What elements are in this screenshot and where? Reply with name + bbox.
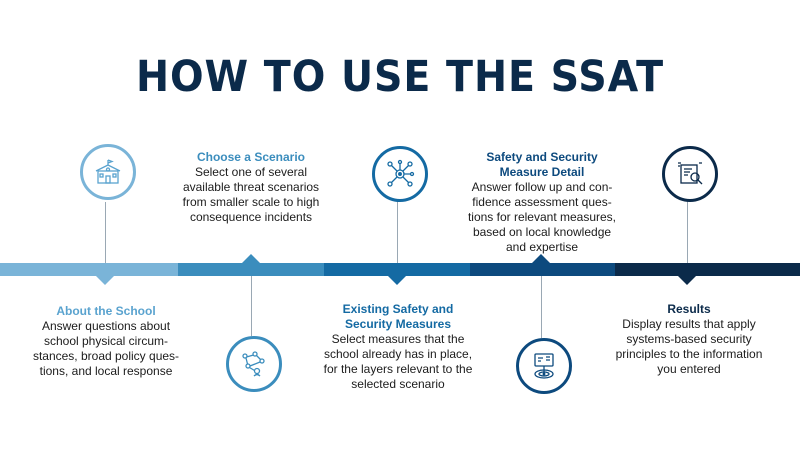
step-1-circle [80,144,136,200]
step-4-circle [516,338,572,394]
timeline-segment-4 [470,263,615,276]
step-3-circle [372,146,428,202]
scenario-network-icon [242,351,265,377]
step-2-heading: Choose a Scenario [196,150,306,164]
connector-2 [251,276,252,336]
connector-4 [541,276,542,338]
timeline-notch-2 [242,254,260,263]
results-report-icon [678,162,703,185]
page-title: HOW TO USE THE SSAT [135,52,665,102]
step-3-text: Existing Safety and Security Measures Se… [310,302,486,392]
connector-3 [397,198,398,263]
step-5-text: Results Display results that apply syste… [604,302,774,377]
step-1-heading: About the School [56,304,156,318]
timeline-segment-2 [178,263,324,276]
step-2-text: Choose a Scenario Select one of several … [168,150,334,225]
step-4-text: Safety and Security Measure Detail Answe… [460,150,624,255]
step-5-description: Display results that apply systems-based… [615,317,763,376]
step-4-heading: Safety and Security Measure Detail [486,150,598,179]
timeline-notch-4 [532,254,550,263]
timeline-notch-1 [96,276,114,285]
security-hub-icon [387,159,415,187]
step-4-description: Answer follow up and con- fidence assess… [467,180,617,254]
target-detail-icon [534,353,554,379]
connector-5 [687,199,688,263]
step-5-heading: Results [667,302,711,316]
timeline-segment-3 [324,263,470,276]
step-1-text: About the School Answer questions about … [20,304,192,379]
connector-1 [105,202,106,263]
step-2-description: Select one of several available threat s… [182,165,320,224]
step-3-heading: Existing Safety and Security Measures [342,302,454,331]
timeline-notch-3 [388,276,406,285]
timeline-segment-1 [0,263,178,276]
step-1-description: Answer questions about school physical c… [32,319,180,378]
step-2-circle [226,336,282,392]
timeline-notch-5 [678,276,696,285]
step-5-circle [662,146,718,202]
school-icon [95,159,121,184]
step-3-description: Select measures that the school already … [323,332,473,391]
timeline-segment-5 [615,263,800,276]
